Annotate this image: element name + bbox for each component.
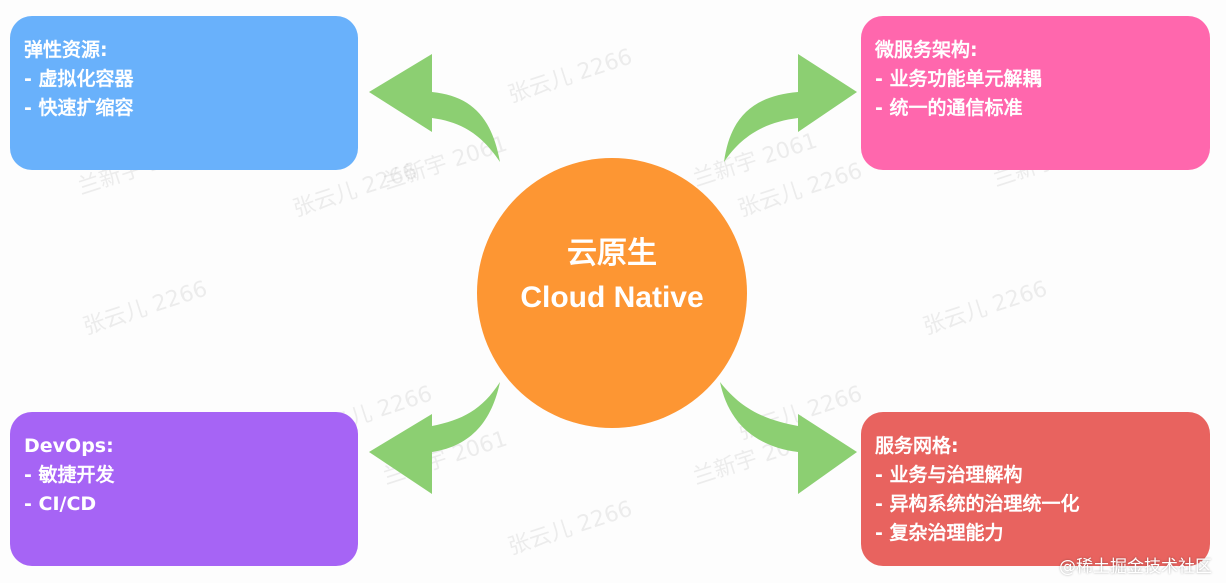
box-item: - 敏捷开发 bbox=[24, 464, 115, 486]
center-title-zh: 云原生 bbox=[567, 236, 657, 271]
arrow-to-service-mesh bbox=[720, 382, 857, 494]
box-item: - 虚拟化容器 bbox=[24, 68, 134, 90]
center-title-en: Cloud Native bbox=[520, 281, 704, 314]
box-item: - 快速扩缩容 bbox=[24, 97, 134, 119]
box-item: - 业务功能单元解耦 bbox=[875, 68, 1042, 90]
center-node-cloud-native: 云原生 Cloud Native bbox=[477, 158, 747, 428]
arrow-to-devops bbox=[369, 382, 500, 494]
box-item: - CI/CD bbox=[24, 493, 97, 515]
box-elastic-resources: 弹性资源: - 虚拟化容器 - 快速扩缩容 bbox=[10, 16, 358, 170]
box-item: - 统一的通信标准 bbox=[875, 97, 1023, 119]
box-title: 弹性资源: bbox=[24, 39, 108, 61]
box-devops: DevOps: - 敏捷开发 - CI/CD bbox=[10, 412, 358, 566]
box-microservices: 微服务架构: - 业务功能单元解耦 - 统一的通信标准 bbox=[861, 16, 1210, 170]
arrow-to-microservices bbox=[724, 54, 857, 162]
box-title: 微服务架构: bbox=[875, 39, 978, 61]
source-credit: @稀土掘金技术社区 bbox=[1059, 557, 1212, 577]
box-title: 服务网格: bbox=[875, 435, 959, 457]
box-service-mesh: 服务网格: - 业务与治理解构 - 异构系统的治理统一化 - 复杂治理能力 bbox=[861, 412, 1210, 566]
box-item: - 业务与治理解构 bbox=[875, 464, 1023, 486]
box-title: DevOps: bbox=[24, 435, 114, 457]
box-item: - 复杂治理能力 bbox=[875, 522, 1004, 544]
box-item: - 异构系统的治理统一化 bbox=[875, 493, 1080, 515]
arrow-to-elastic-resources bbox=[369, 54, 500, 162]
